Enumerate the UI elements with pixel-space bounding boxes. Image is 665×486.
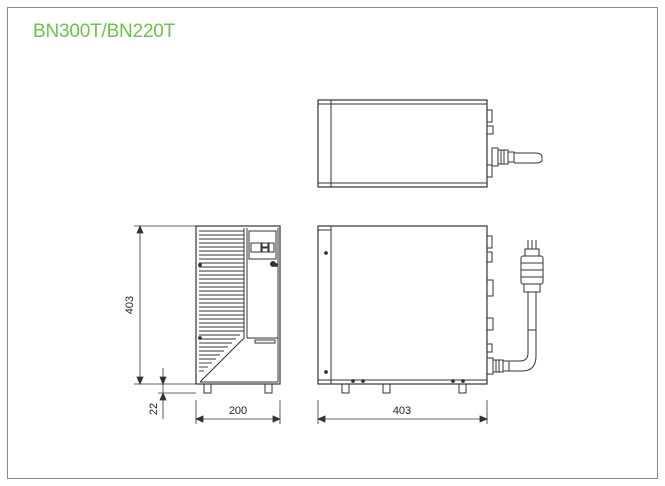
drawing-frame	[7, 7, 658, 479]
width-dimension-label: 200	[229, 405, 247, 417]
top-view	[317, 99, 543, 188]
front-view	[195, 225, 281, 394]
page-title: BN300T/BN220T	[33, 21, 176, 42]
top-cable-gland	[491, 147, 543, 167]
side-view	[317, 225, 544, 394]
control-panel	[248, 230, 277, 267]
power-cable-plug	[486, 240, 544, 375]
front-grille	[199, 230, 244, 372]
foot-dimension-label: 22	[148, 403, 160, 415]
height-dimension-label: 403	[124, 296, 136, 314]
dimension-lines	[134, 224, 489, 424]
depth-dimension-label: 403	[393, 405, 411, 417]
